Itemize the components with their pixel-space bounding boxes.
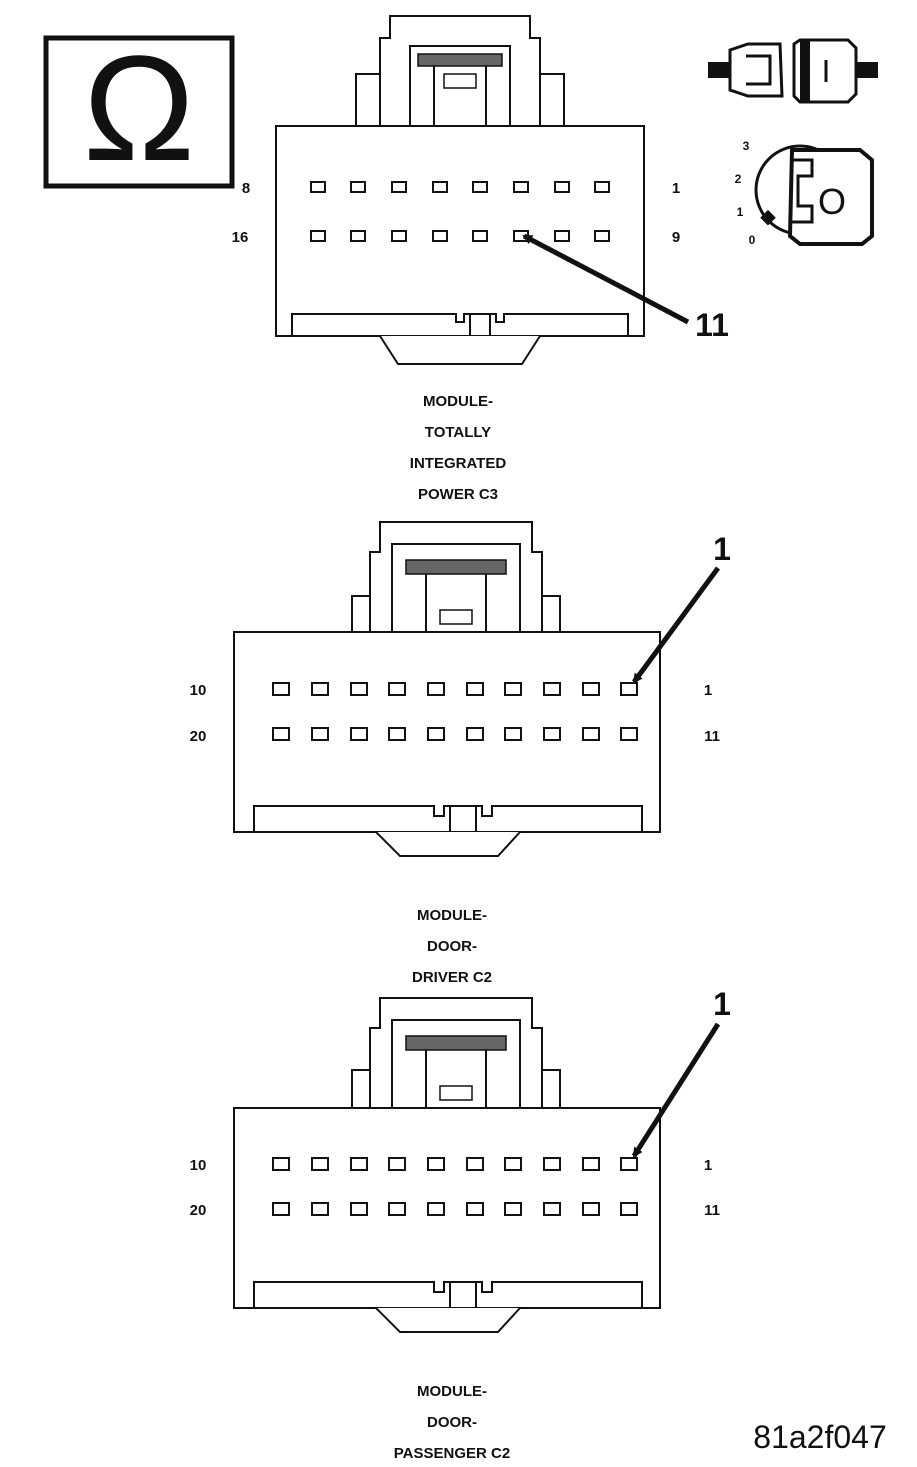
pin-label-top-right: 1 bbox=[672, 180, 680, 197]
connector-caption-line-2: DOOR- bbox=[427, 938, 477, 955]
pin-label-top-right: 1 bbox=[704, 1157, 712, 1174]
ignition-key-icon: O 3 2 1 0 bbox=[735, 139, 874, 247]
cavity-row-bottom bbox=[310, 230, 610, 242]
pin-label-top-left: 10 bbox=[190, 1157, 207, 1174]
callout-number: 1 bbox=[713, 986, 731, 1022]
callout-number: 1 bbox=[713, 531, 731, 567]
ohm-symbol: Ω bbox=[83, 24, 195, 192]
connector-tipm-c3: 8 1 16 9 11 MODULE- TOTALLY INTEGRATED P… bbox=[232, 15, 729, 503]
connector-caption-line-1: MODULE- bbox=[417, 907, 487, 924]
pin-label-bottom-left: 20 bbox=[190, 1202, 207, 1219]
ignition-position-3: 3 bbox=[743, 139, 750, 153]
pin-label-top-left: 8 bbox=[242, 180, 250, 197]
cavity-row-top bbox=[310, 181, 610, 193]
pin-label-bottom-left: 16 bbox=[232, 229, 249, 246]
connector-door-passenger-c2: 10 1 20 11 1 MODULE- DOOR- PASSENGER C2 bbox=[190, 986, 731, 1462]
callout-arrow bbox=[631, 566, 721, 684]
connector-caption-line-3: DRIVER C2 bbox=[412, 969, 492, 986]
cavity-row-bottom bbox=[272, 1202, 638, 1216]
cavity-row-bottom bbox=[272, 727, 638, 741]
pin-label-top-right: 1 bbox=[704, 682, 712, 699]
ohm-icon: Ω bbox=[43, 24, 235, 192]
connector-caption-line-3: INTEGRATED bbox=[410, 455, 507, 472]
cavity-row-top bbox=[272, 1157, 638, 1171]
ignition-position-2: 2 bbox=[735, 172, 742, 186]
pin-label-bottom-left: 20 bbox=[190, 728, 207, 745]
pin-label-top-left: 10 bbox=[190, 682, 207, 699]
connector-caption-line-2: DOOR- bbox=[427, 1414, 477, 1431]
callout-arrow bbox=[631, 1022, 721, 1158]
figure-code: 81a2f047 bbox=[753, 1419, 886, 1455]
pin-label-bottom-right: 11 bbox=[704, 728, 720, 745]
connector-plug-icon bbox=[708, 38, 878, 104]
pin-label-bottom-right: 11 bbox=[704, 1202, 720, 1219]
callout-number: 11 bbox=[695, 307, 729, 343]
ignition-position-1: 1 bbox=[737, 205, 744, 219]
connector-caption-line-1: MODULE- bbox=[423, 393, 493, 410]
connector-caption-line-3: PASSENGER C2 bbox=[394, 1445, 510, 1462]
connector-caption-line-4: POWER C3 bbox=[418, 486, 498, 503]
cavity-row-top bbox=[272, 682, 638, 696]
pin-label-bottom-right: 9 bbox=[672, 229, 680, 246]
callout-arrow bbox=[522, 233, 690, 325]
connector-door-driver-c2: 10 1 20 11 1 MODULE- DOOR- DRIVER C2 bbox=[190, 521, 731, 986]
ignition-position-0: 0 bbox=[749, 233, 756, 247]
connector-caption-line-1: MODULE- bbox=[417, 1383, 487, 1400]
connector-caption-line-2: TOTALLY bbox=[425, 424, 491, 441]
key-marking: O bbox=[818, 181, 846, 222]
